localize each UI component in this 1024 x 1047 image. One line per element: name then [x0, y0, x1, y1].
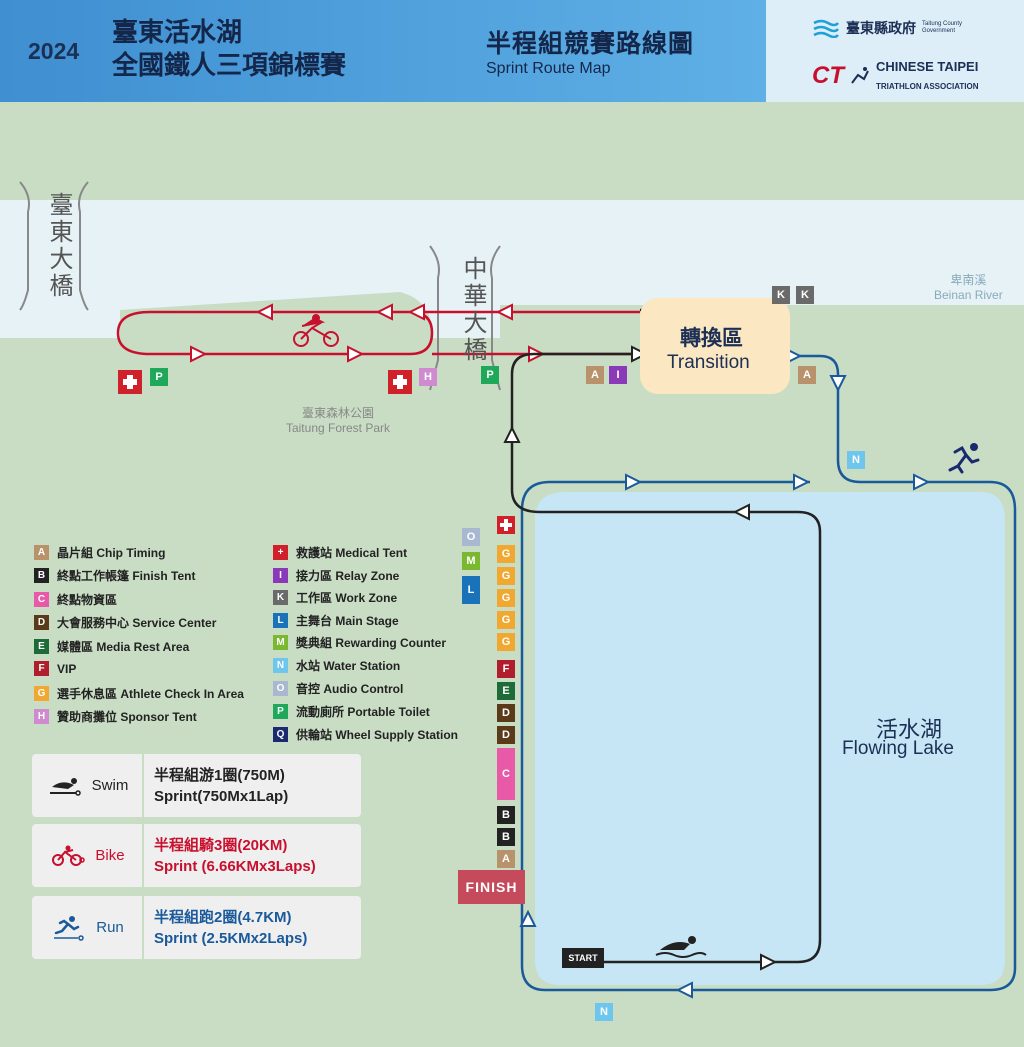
- cta-name: CHINESE TAIPEI: [876, 59, 979, 74]
- swim-label: Swim: [91, 777, 129, 794]
- run-label: Run: [96, 919, 124, 936]
- bike-label: Bike: [95, 847, 125, 864]
- badge-water-station: N: [847, 451, 865, 469]
- badge-athlete-area: G: [497, 545, 515, 563]
- badge-toilet: P: [481, 366, 499, 384]
- badge-finish-tent: B: [497, 806, 515, 824]
- badge-sponsor: H: [419, 368, 437, 386]
- badge-audio: O: [462, 528, 480, 546]
- river-label: 卑南溪 Beinan River: [934, 273, 1003, 302]
- bike-info-card: Bike 半程組騎3圈(20KM) Sprint (6.66KMx3Laps): [32, 824, 361, 887]
- route-title-en: Sprint Route Map: [486, 60, 611, 77]
- badge-athlete-area: G: [497, 611, 515, 629]
- bike-distance-en: Sprint (6.66KMx3Laps): [154, 857, 316, 875]
- lake-label-en: Flowing Lake: [842, 738, 954, 759]
- transition-area: [640, 298, 790, 394]
- forest-park-label: 臺東森林公園 Taitung Forest Park: [285, 406, 391, 435]
- badge-work-zone: K: [772, 286, 790, 304]
- finish-marker: FINISH: [458, 870, 525, 904]
- medical-cross-icon: [118, 370, 142, 394]
- header-banner: [0, 0, 766, 102]
- swimmer-icon: [655, 936, 707, 958]
- gov-name: 臺東縣政府: [846, 20, 916, 36]
- badge-rewarding: M: [462, 552, 480, 570]
- event-year: 2024: [28, 38, 80, 64]
- run-distance-en: Sprint (2.5KMx2Laps): [154, 929, 308, 947]
- swim-info-card: Swim 半程組游1圈(750M) Sprint(750Mx1Lap): [32, 754, 361, 817]
- route-title-zh: 半程組競賽路線圖: [486, 30, 695, 58]
- gov-name-en: Taitung County Government: [922, 21, 963, 34]
- bike-distance-zh: 半程組騎3圈(20KM): [154, 836, 288, 854]
- cta-text: CHINESE TAIPEI TRIATHLON ASSOCIATION: [876, 58, 979, 94]
- legend-item: +救護站 Medical Tent: [273, 544, 407, 561]
- badge-vip: F: [497, 660, 515, 678]
- zhonghua-bridge-label: 中華大橋: [459, 256, 486, 364]
- cta-logo: CT CHINESE TAIPEI TRIATHLON ASSOCIATION: [812, 58, 979, 94]
- cyclist-icon: [52, 845, 86, 866]
- badge-service-center: D: [497, 704, 515, 722]
- run-arrows: [519, 347, 931, 999]
- badge-athlete-area: G: [497, 567, 515, 585]
- badge-athlete-area: G: [497, 589, 515, 607]
- event-title-line2: 全國鐵人三項錦標賽: [112, 50, 347, 80]
- event-title-line1: 臺東活水湖: [112, 17, 243, 47]
- badge-service-center: D: [497, 726, 515, 744]
- cta-athlete-icon: [851, 67, 869, 84]
- cyclist-icon: [293, 314, 339, 347]
- lake-label-zh: 活水湖: [876, 717, 943, 742]
- badge-work-zone: K: [796, 286, 814, 304]
- gov-logo: 臺東縣政府 Taitung County Government: [812, 18, 962, 38]
- badge-relay-zone: I: [609, 366, 627, 384]
- start-marker: START: [562, 948, 604, 968]
- runner-icon: [54, 915, 84, 941]
- medical-cross-icon: [497, 516, 515, 534]
- gov-wave-icon: [813, 19, 839, 38]
- taitung-bridge: [19, 181, 89, 311]
- flowing-lake: [535, 492, 1005, 985]
- badge-water-station: N: [595, 1003, 613, 1021]
- swim-distance-en: Sprint(750Mx1Lap): [154, 787, 289, 805]
- badge-finish-tent: B: [497, 828, 515, 846]
- badge-finish-supplies: C: [497, 748, 515, 800]
- badge-toilet: P: [150, 368, 168, 386]
- badge-chip-timing: A: [586, 366, 604, 384]
- run-info-card: Run 半程組跑2圈(4.7KM) Sprint (2.5KMx2Laps): [32, 896, 361, 959]
- run-distance-zh: 半程組跑2圈(4.7KM): [154, 908, 292, 926]
- badge-media: E: [497, 682, 515, 700]
- transition-label-en: Transition: [667, 352, 750, 373]
- forest-park-land: [120, 292, 432, 360]
- medical-cross-icon: [388, 370, 412, 394]
- runner-icon: [948, 443, 980, 474]
- swimmer-icon: [49, 777, 81, 796]
- badge-main-stage: L: [462, 576, 480, 604]
- event-title: 臺東活水湖 全國鐵人三項錦標賽: [112, 16, 346, 82]
- badge-athlete-area: G: [497, 633, 515, 651]
- badge-chip-timing: A: [497, 850, 515, 868]
- swim-distance-zh: 半程組游1圈(750M): [154, 766, 285, 784]
- cta-logo-mark: CT: [812, 62, 844, 89]
- header-logo-area: [766, 0, 1024, 102]
- transition-label-zh: 轉換區: [680, 327, 743, 350]
- badge-chip-timing: A: [798, 366, 816, 384]
- taitung-bridge-label: 臺東大橋: [45, 192, 72, 300]
- cta-subtitle: TRIATHLON ASSOCIATION: [876, 82, 979, 91]
